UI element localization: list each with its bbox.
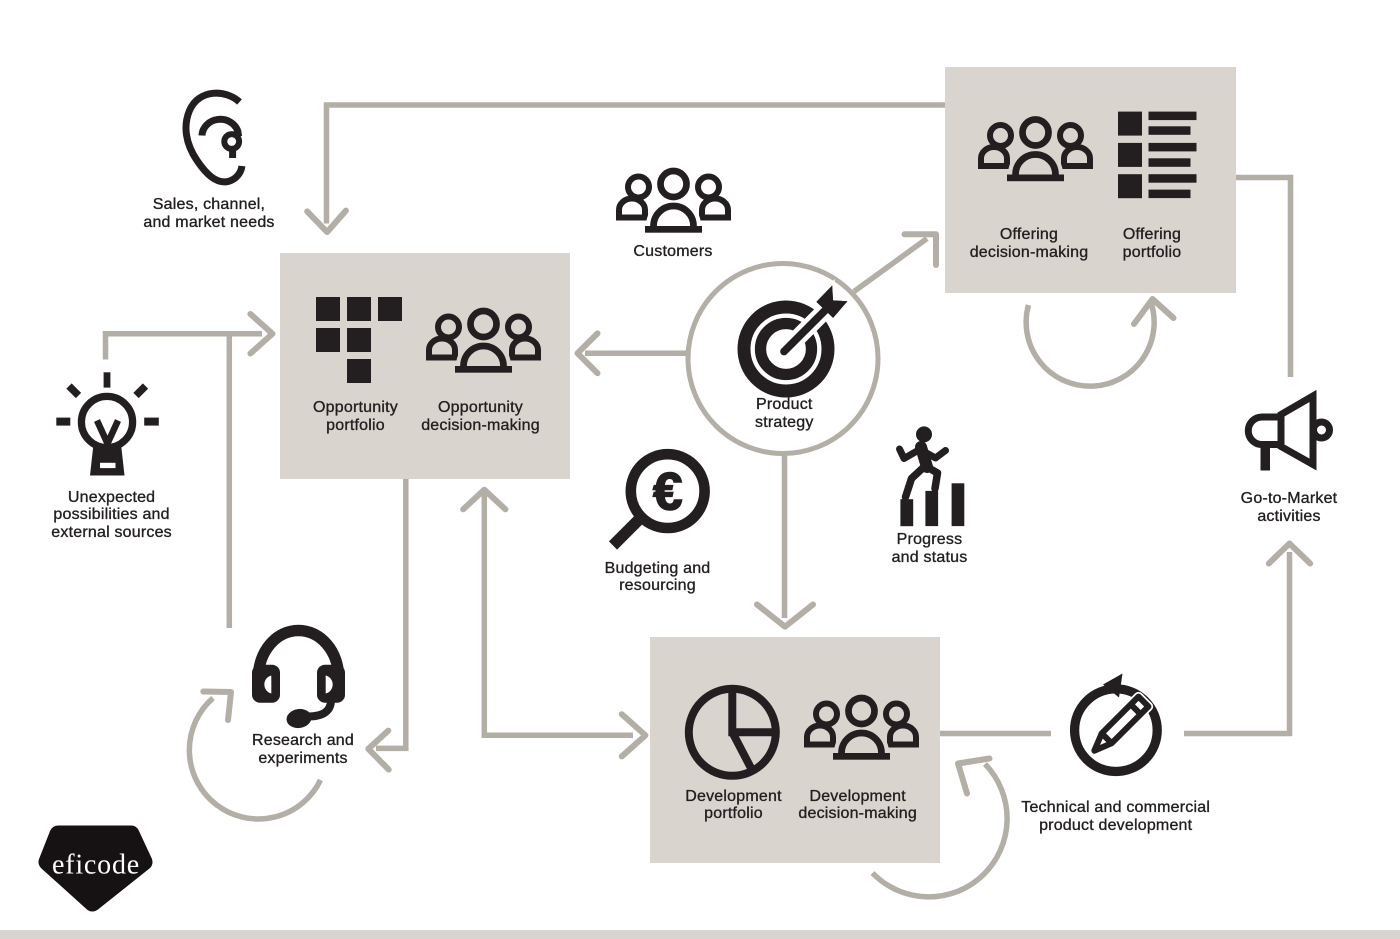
svg-text:eficode: eficode xyxy=(52,850,140,881)
svg-text:€: € xyxy=(653,463,682,522)
